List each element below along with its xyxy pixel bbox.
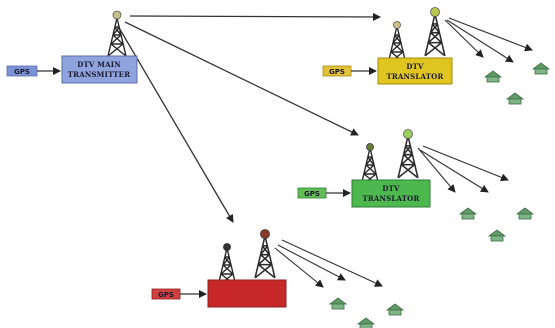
transmitter-tower-icon bbox=[397, 135, 419, 179]
house-icon bbox=[459, 207, 477, 220]
antenna-light-icon bbox=[393, 21, 401, 29]
transmitter-tower-icon bbox=[424, 13, 446, 57]
coverage-arrow bbox=[448, 17, 533, 52]
main-transmitter-label-line2: TRANSMITTER bbox=[68, 70, 130, 79]
gps-label: GPS bbox=[329, 68, 345, 76]
coverage-arrow bbox=[274, 247, 324, 288]
translator-label-line1: DTV bbox=[406, 62, 424, 71]
transmitter-tower-icon bbox=[254, 235, 276, 279]
main-transmitter-box bbox=[61, 55, 138, 84]
main-transmitter-label-line1: DTV MAIN bbox=[77, 60, 121, 69]
house-icon bbox=[484, 70, 502, 83]
translator-label-line2: TRANSLATOR bbox=[362, 194, 419, 203]
house-icon bbox=[506, 92, 524, 105]
link-arrow-to-translator-2 bbox=[124, 21, 359, 136]
coverage-arrow bbox=[422, 145, 509, 182]
coverage-arrow bbox=[444, 19, 484, 58]
house-icon bbox=[386, 303, 404, 316]
antenna-light-icon bbox=[366, 143, 374, 151]
link-arrows bbox=[117, 12, 381, 223]
transmitter-tower-icon bbox=[107, 17, 127, 57]
translator-box bbox=[207, 279, 287, 308]
antenna-light-icon bbox=[403, 129, 413, 139]
translator-box bbox=[351, 179, 431, 208]
main-transmitter-station: DTV MAIN TRANSMITTER GPS bbox=[6, 10, 138, 84]
coverage-arrow bbox=[419, 149, 489, 193]
gps-label: GPS bbox=[158, 291, 174, 299]
house-icon bbox=[516, 207, 534, 220]
link-arrow-to-translator-3 bbox=[117, 25, 234, 223]
translator-station-3: GPS bbox=[151, 229, 404, 328]
translator-station-2: DTV TRANSLATOR GPS bbox=[297, 129, 534, 242]
antenna-light-icon bbox=[430, 7, 440, 17]
translator-station-1: DTV TRANSLATOR GPS bbox=[322, 7, 550, 105]
coverage-arrow bbox=[277, 244, 346, 281]
translator-label-line1: DTV bbox=[382, 184, 400, 193]
coverage-arrow bbox=[281, 239, 383, 287]
house-icon bbox=[488, 229, 506, 242]
coverage-arrow bbox=[417, 147, 456, 193]
antenna-light-icon bbox=[223, 243, 231, 251]
house-icon bbox=[329, 297, 347, 310]
gps-label: GPS bbox=[304, 190, 320, 198]
translator-label-line2: TRANSLATOR bbox=[386, 72, 443, 81]
gps-label: GPS bbox=[14, 68, 30, 76]
link-arrow-to-translator-1 bbox=[129, 12, 381, 21]
house-icon bbox=[532, 62, 550, 75]
antenna-light-icon bbox=[112, 10, 122, 20]
translator-box bbox=[377, 57, 453, 85]
antenna-light-icon bbox=[260, 229, 270, 239]
house-icon bbox=[357, 317, 375, 328]
coverage-arrow bbox=[446, 19, 514, 63]
